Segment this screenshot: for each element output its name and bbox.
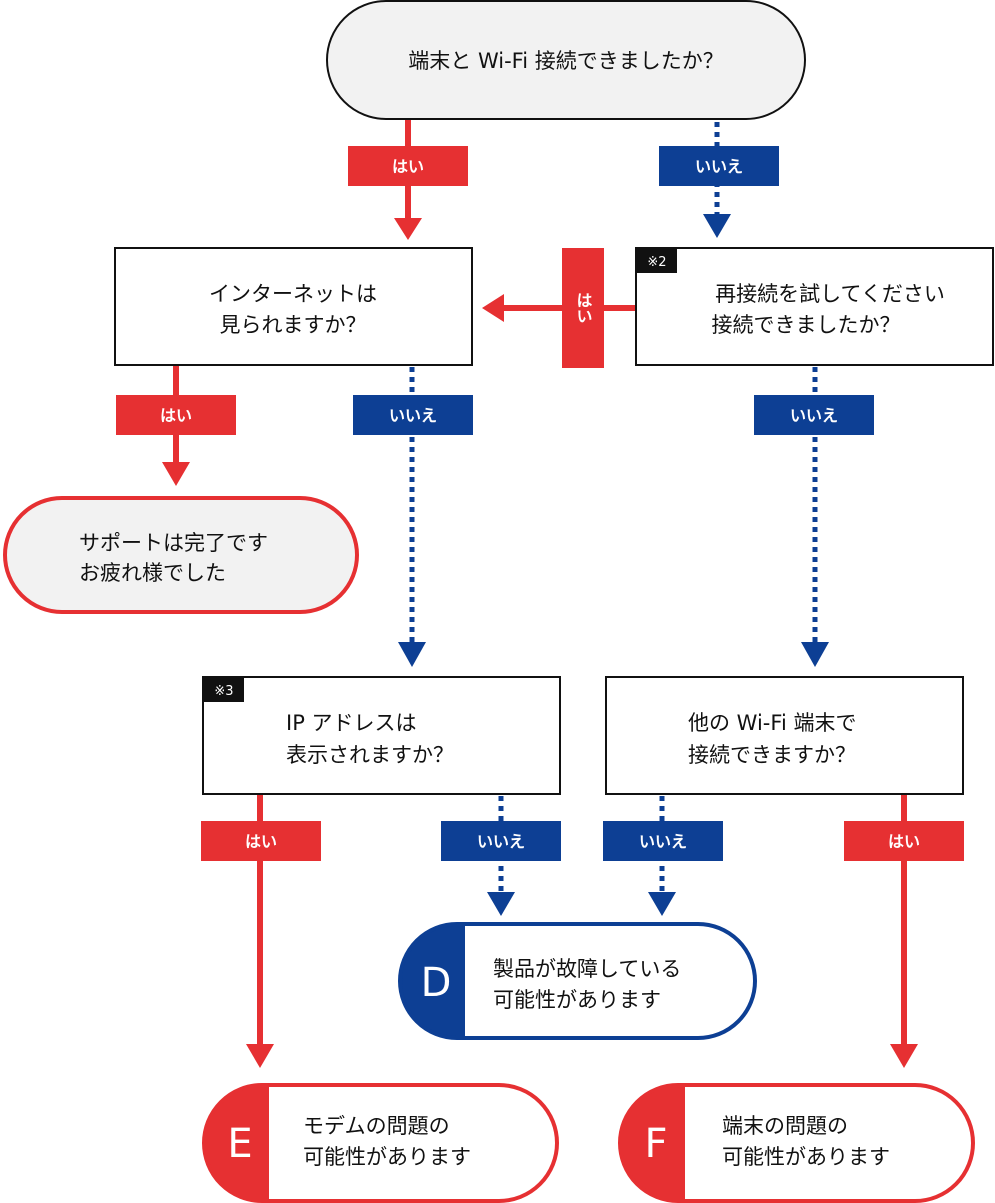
- tag-label: はい: [160, 406, 192, 425]
- arrowhead-internet: [394, 218, 422, 240]
- node-ip-line1: IP アドレスは: [286, 711, 417, 735]
- arrowhead-f: [890, 1044, 918, 1068]
- arrowhead-internet-side: [482, 294, 504, 322]
- tag-label: はい: [392, 157, 424, 176]
- node-other-line2: 接続できますか？: [688, 743, 856, 767]
- note-badge-text: ※3: [214, 684, 233, 699]
- result-f-line2: 可能性があります: [722, 1145, 890, 1169]
- arrowhead-d-left: [487, 892, 515, 916]
- node-result-f: F 端末の問題の 可能性があります: [618, 1083, 975, 1203]
- tag-label: はい: [245, 832, 277, 851]
- arrowhead-done: [162, 462, 190, 486]
- note-badge-text: ※2: [647, 255, 666, 270]
- node-other-device: 他の Wi-Fi 端末で 接続できますか？: [605, 676, 964, 795]
- arrowhead-d-right: [648, 892, 676, 916]
- tag-no-ip: いいえ: [441, 821, 561, 861]
- result-d-line2: 可能性があります: [493, 988, 661, 1012]
- node-ip-line2: 表示されますか？: [286, 743, 454, 767]
- node-done: サポートは完了です お疲れ様でした: [3, 496, 359, 614]
- node-internet-line1: インターネットは: [209, 282, 377, 306]
- node-reconnect-line2: 接続できましたか？: [712, 313, 901, 337]
- tag-yes-ip: はい: [201, 821, 321, 861]
- arrowhead-e: [246, 1044, 274, 1068]
- tag-no-internet: いいえ: [353, 395, 473, 435]
- tag-no-other: いいえ: [603, 821, 723, 861]
- tag-no-start: いいえ: [659, 146, 779, 186]
- result-e-line2: 可能性があります: [303, 1145, 471, 1169]
- node-internet: インターネットは 見られますか？: [114, 247, 473, 366]
- node-other-line1: 他の Wi-Fi 端末で: [688, 711, 856, 735]
- tag-label: いいえ: [790, 406, 838, 425]
- node-done-line2: お疲れ様でした: [79, 561, 226, 585]
- node-result-e: E モデムの問題の 可能性があります: [202, 1083, 559, 1203]
- arrowhead-other-device: [801, 642, 829, 667]
- note-badge: [637, 249, 677, 273]
- result-e-line1: モデムの問題の: [303, 1114, 450, 1138]
- arrowhead-reconnect: [703, 214, 731, 238]
- note-badge: [204, 678, 244, 702]
- node-ip: ※3 IP アドレスは 表示されますか？: [202, 676, 561, 795]
- node-internet-line2: 見られますか？: [220, 313, 367, 337]
- tag-label: いいえ: [477, 832, 525, 851]
- answer-tags: はい いいえ はい はい いいえ いいえ はい いいえ: [116, 146, 964, 861]
- arrowhead-ip: [398, 642, 426, 667]
- tag-label: いいえ: [639, 832, 687, 851]
- tag-label: いいえ: [695, 157, 743, 176]
- result-e-letter: E: [227, 1121, 252, 1167]
- result-f-line1: 端末の問題の: [722, 1114, 848, 1138]
- tag-yes-start: はい: [348, 146, 468, 186]
- node-reconnect-line1: 再接続を試してください: [715, 282, 945, 306]
- tag-yes-other: はい: [844, 821, 964, 861]
- node-reconnect: ※2 再接続を試してください 接続できましたか？: [635, 247, 994, 366]
- tag-yes-internet: はい: [116, 395, 236, 435]
- result-d-line1: 製品が故障している: [493, 957, 681, 981]
- node-start-text: 端末と Wi-Fi 接続できましたか？: [408, 49, 723, 73]
- tag-yes-reconnect: はい: [562, 248, 604, 368]
- node-result-d: D 製品が故障している 可能性があります: [398, 922, 757, 1040]
- tag-label: いいえ: [389, 406, 437, 425]
- tag-label: はい: [888, 832, 920, 851]
- result-d-letter: D: [421, 960, 452, 1006]
- node-done-line1: サポートは完了です: [79, 531, 268, 555]
- tag-label: はい: [574, 292, 593, 324]
- result-f-letter: F: [644, 1121, 667, 1167]
- node-start: 端末と Wi-Fi 接続できましたか？: [326, 0, 806, 120]
- tag-no-reconnect: いいえ: [754, 395, 874, 435]
